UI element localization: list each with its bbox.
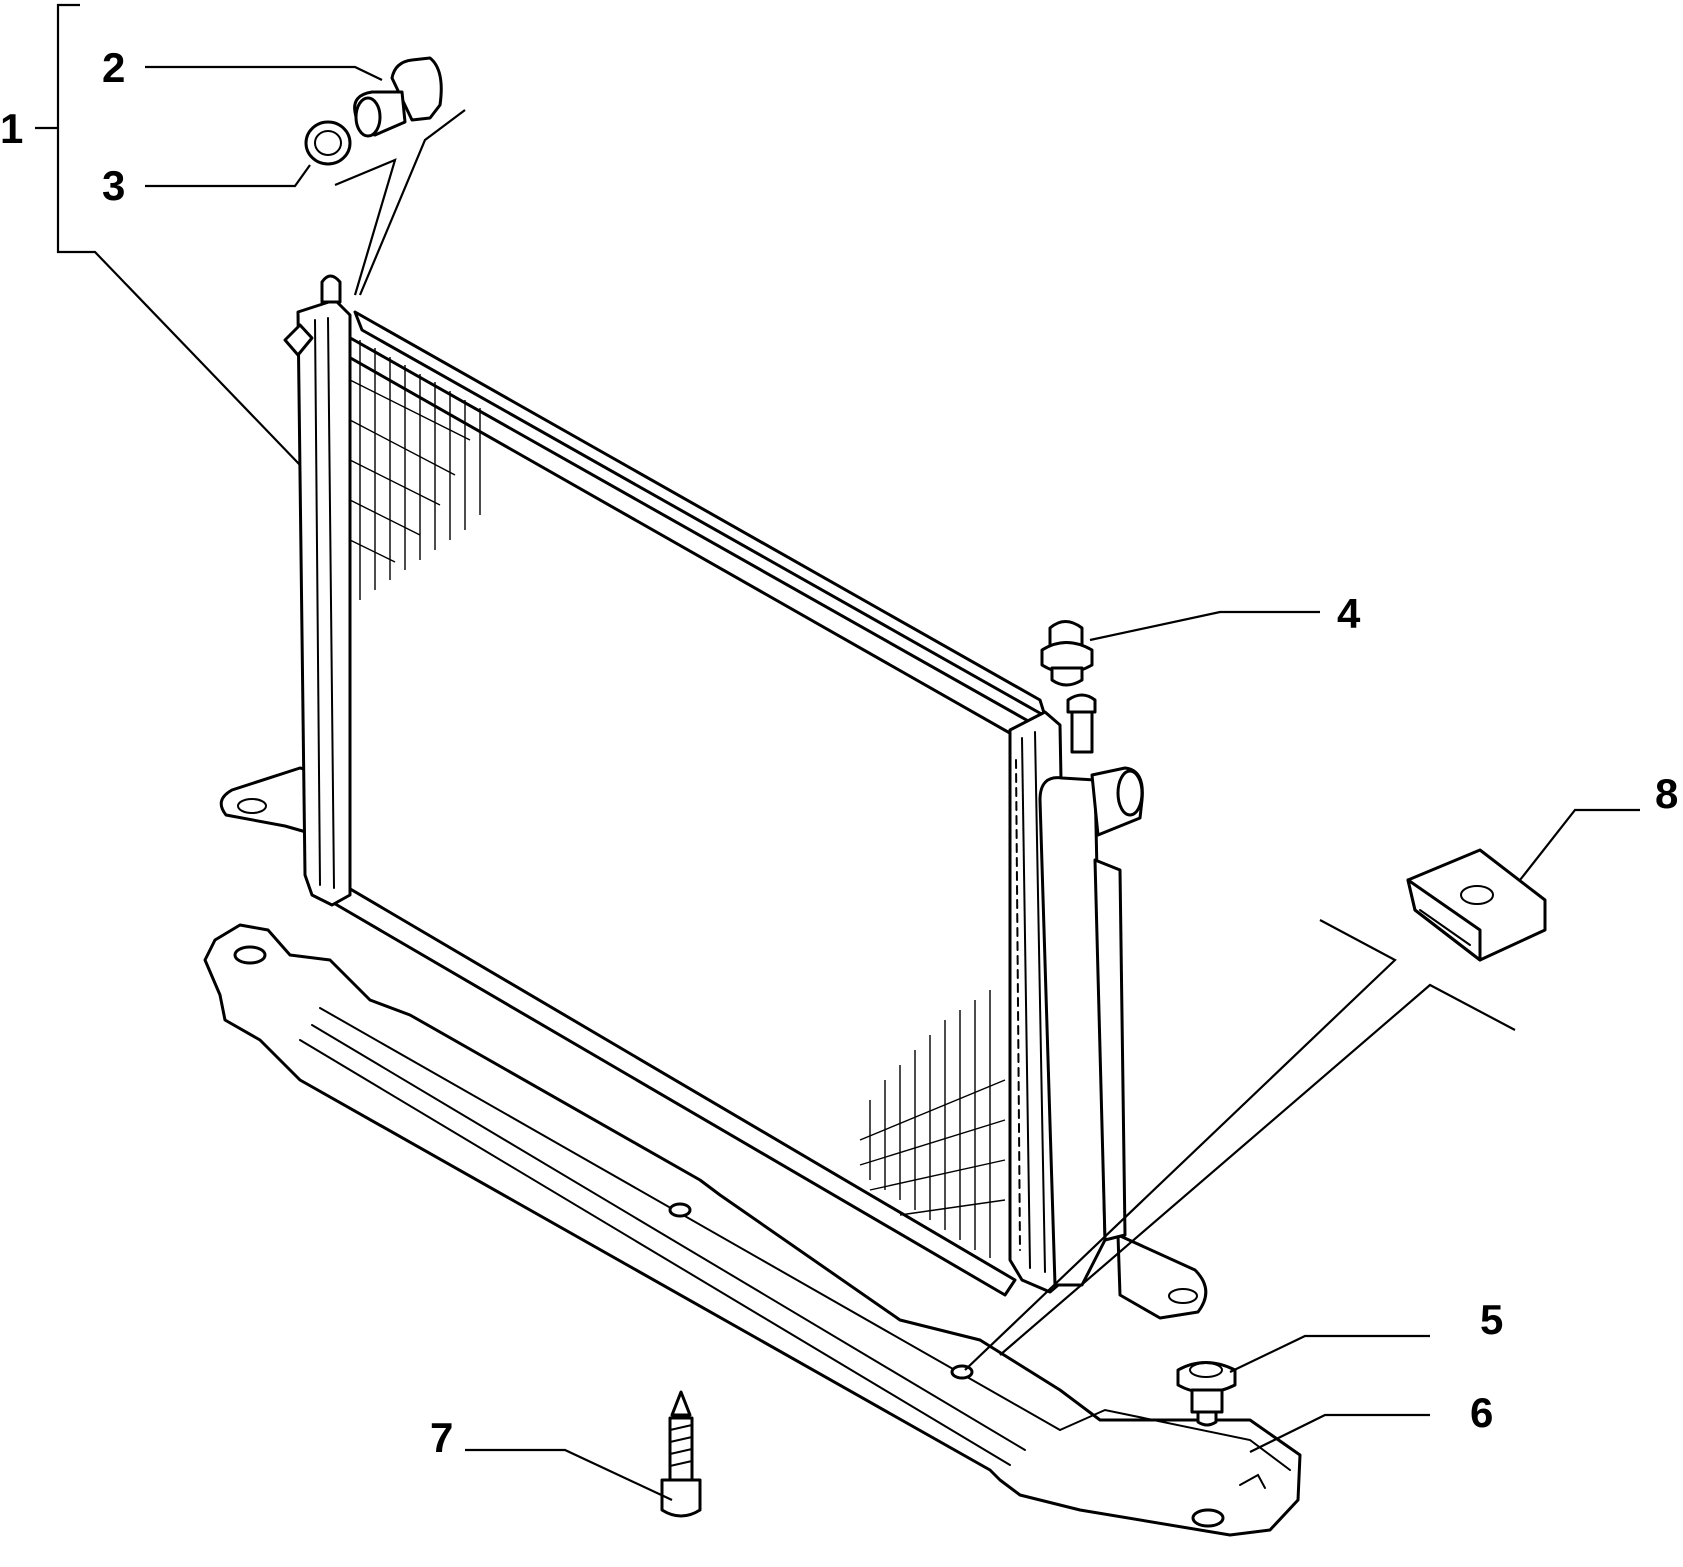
callout-labels: 1 2 3 4 5 6 7 8 bbox=[0, 44, 1678, 1461]
core-fins-left bbox=[349, 340, 481, 600]
callout-5: 5 bbox=[1480, 1296, 1503, 1343]
callout-3: 3 bbox=[102, 162, 125, 209]
washer-part-3 bbox=[304, 120, 352, 166]
callout-8: 8 bbox=[1655, 770, 1678, 817]
drain-plug-part-2 bbox=[353, 56, 443, 138]
leader-lines bbox=[35, 3, 1640, 1501]
screw-part-7 bbox=[660, 1390, 702, 1518]
tank-seam-detail bbox=[1015, 759, 1021, 1251]
callout-2: 2 bbox=[102, 44, 125, 91]
lower-cross-member bbox=[203, 923, 1302, 1537]
callout-4: 4 bbox=[1337, 590, 1361, 637]
grommet-part-5 bbox=[1176, 1361, 1237, 1427]
clip-nut-part-8 bbox=[1406, 848, 1547, 962]
grommet-part-4 bbox=[1040, 620, 1094, 687]
radiator-assembly bbox=[219, 274, 1208, 1320]
callout-7: 7 bbox=[430, 1414, 453, 1461]
core-fins-right bbox=[859, 990, 1006, 1258]
callout-6: 6 bbox=[1470, 1389, 1493, 1436]
callout-1: 1 bbox=[0, 105, 23, 152]
